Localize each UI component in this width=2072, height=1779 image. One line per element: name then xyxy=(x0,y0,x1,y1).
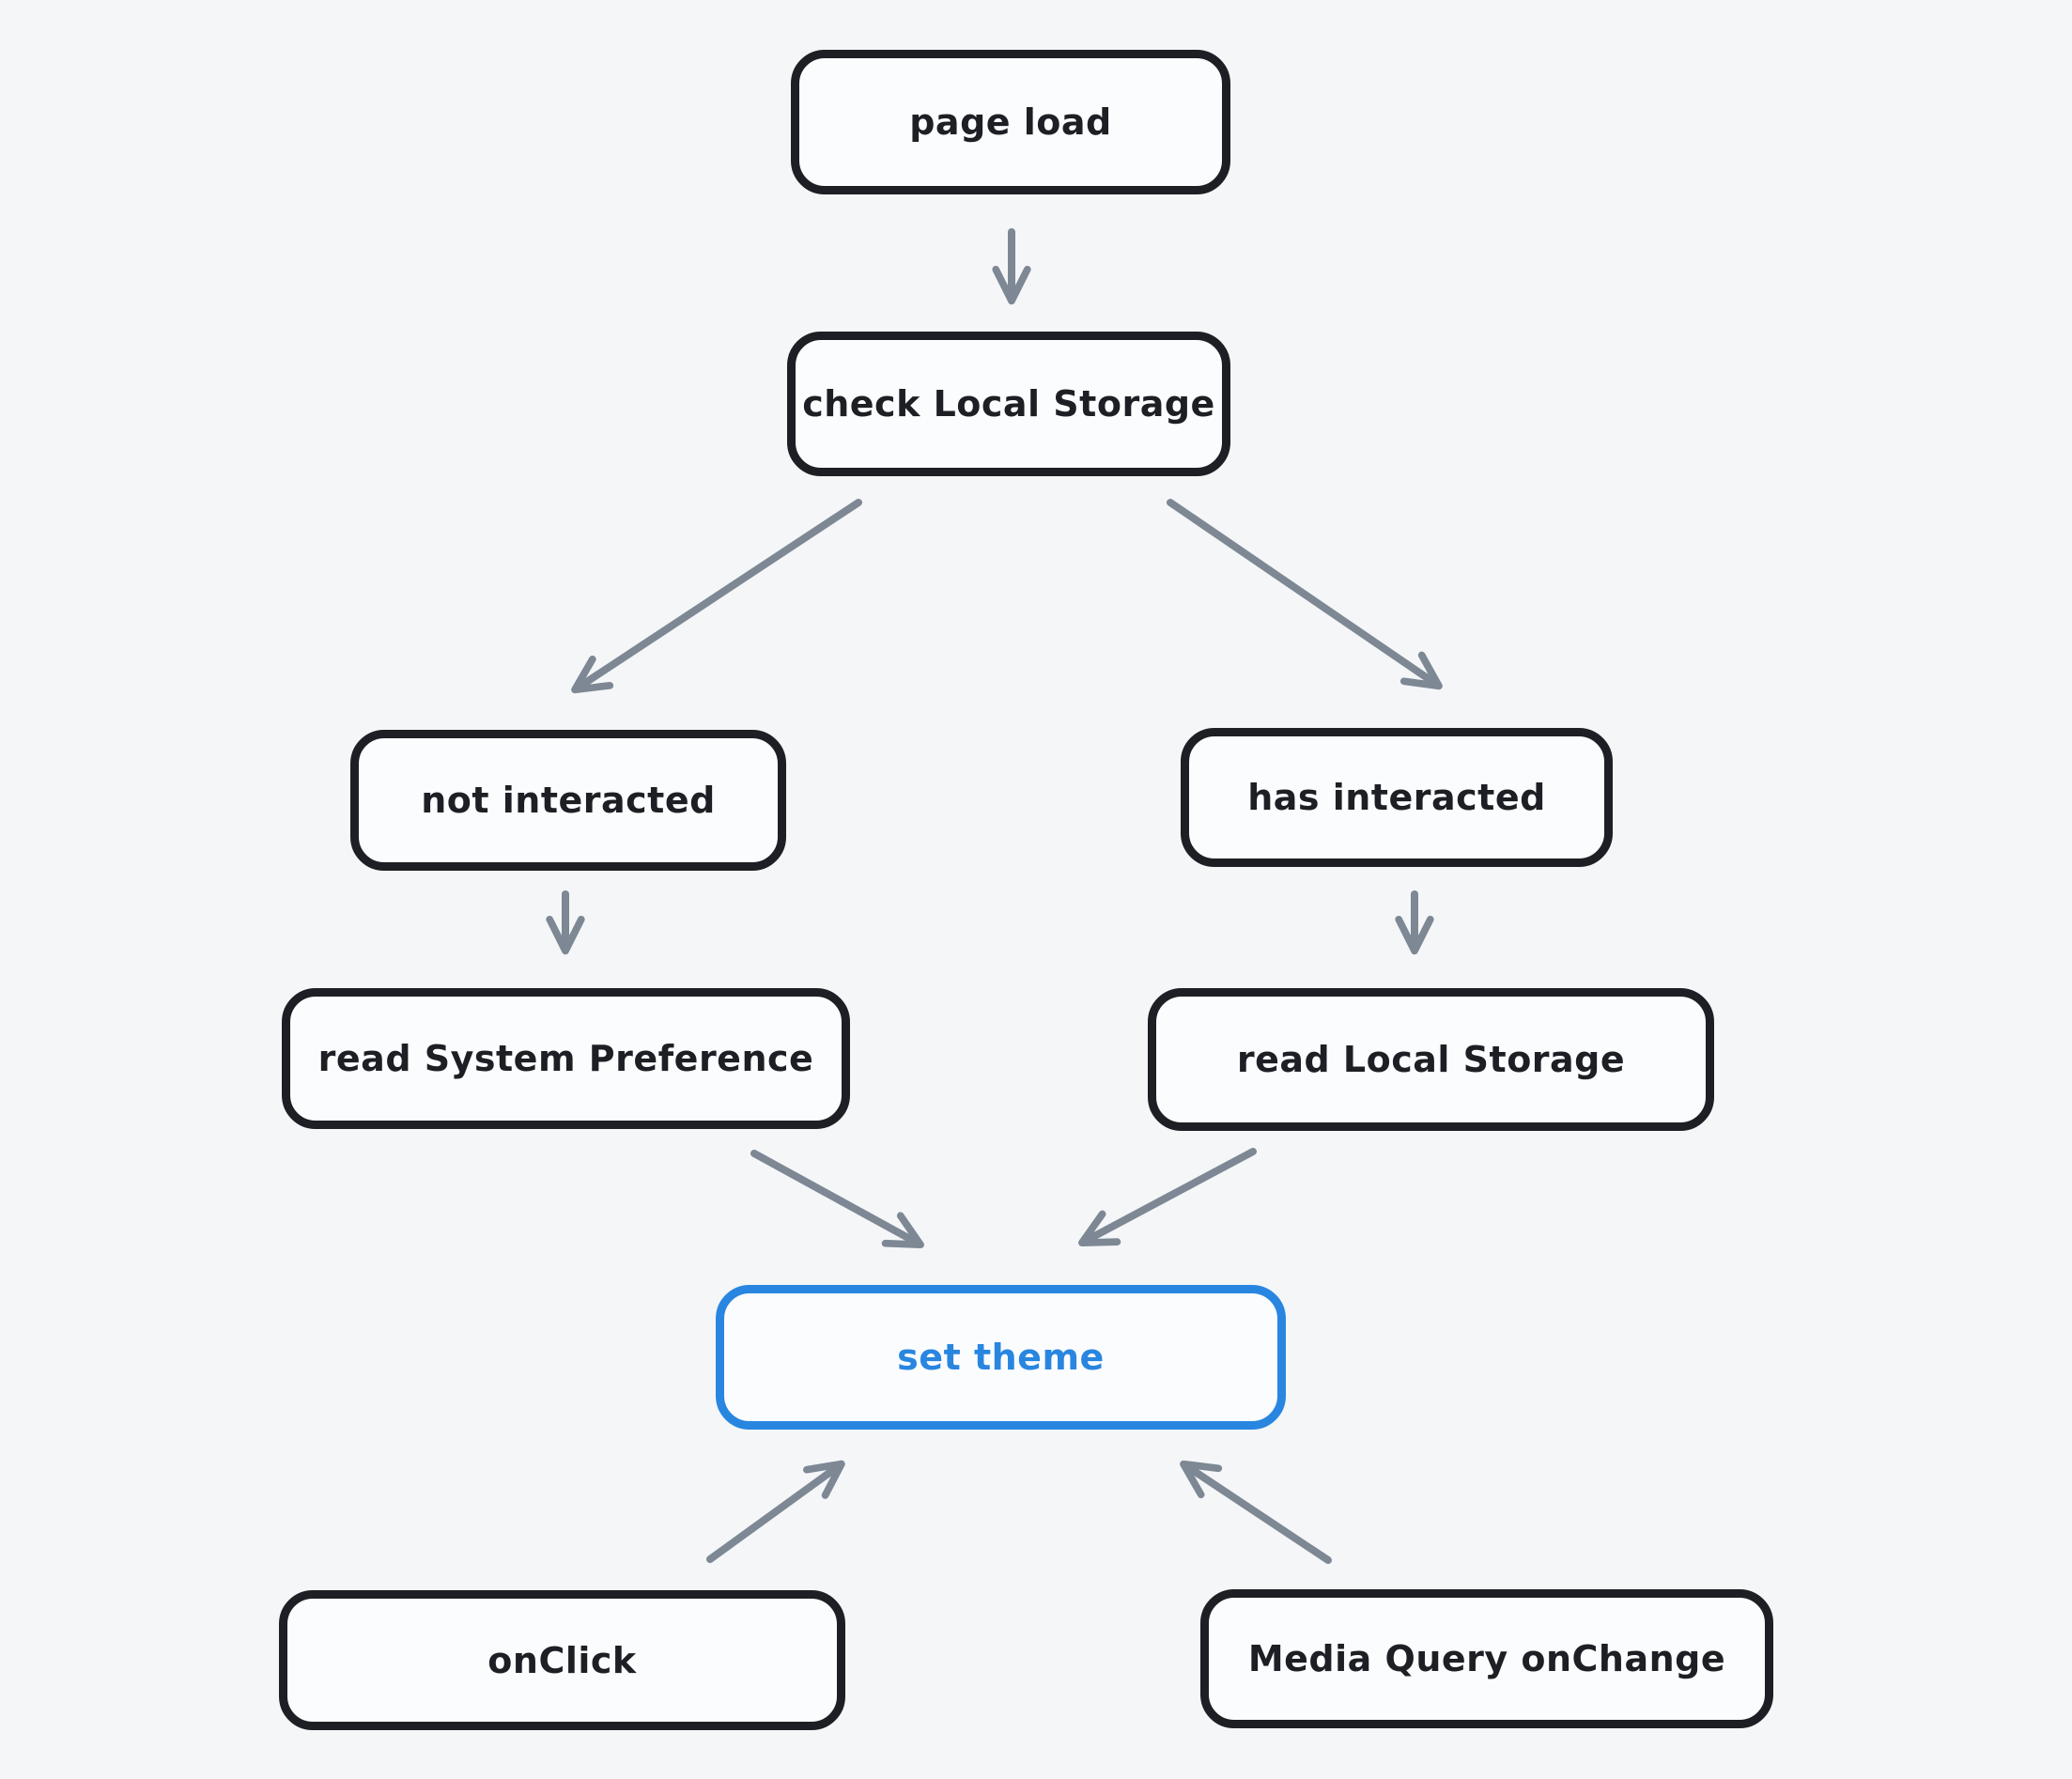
node-check-local-storage-label: check Local Storage xyxy=(802,383,1215,425)
arrow-readsystempref-to-settheme xyxy=(750,1150,924,1248)
arrow-mediaquery-to-settheme xyxy=(1180,1460,1332,1564)
node-set-theme-label: set theme xyxy=(897,1337,1105,1378)
node-media-query-onchange-label: Media Query onChange xyxy=(1247,1638,1726,1679)
node-page-load-label: page load xyxy=(909,101,1112,143)
node-has-interacted: has interacted xyxy=(1181,728,1613,867)
node-page-load: page load xyxy=(791,50,1230,194)
node-read-local-storage-label: read Local Storage xyxy=(1236,1039,1626,1080)
node-read-system-preference: read System Preference xyxy=(282,988,850,1129)
arrow-checkstorage-to-hasinteracted xyxy=(1167,499,1443,690)
arrow-checkstorage-to-notinteracted xyxy=(571,499,862,694)
node-media-query-onchange: Media Query onChange xyxy=(1200,1589,1773,1728)
node-on-click-label: onClick xyxy=(487,1639,637,1681)
arrow-readlocalstorage-to-settheme xyxy=(1078,1148,1257,1246)
node-check-local-storage: check Local Storage xyxy=(787,332,1230,476)
node-read-system-preference-label: read System Preference xyxy=(317,1038,814,1079)
node-not-interacted-label: not interacted xyxy=(421,780,716,821)
node-has-interacted-label: has interacted xyxy=(1247,777,1546,818)
node-on-click: onClick xyxy=(279,1590,845,1730)
arrow-onclick-to-settheme xyxy=(706,1460,845,1563)
node-not-interacted: not interacted xyxy=(350,730,786,871)
node-set-theme: set theme xyxy=(716,1285,1286,1430)
node-read-local-storage: read Local Storage xyxy=(1148,988,1714,1131)
